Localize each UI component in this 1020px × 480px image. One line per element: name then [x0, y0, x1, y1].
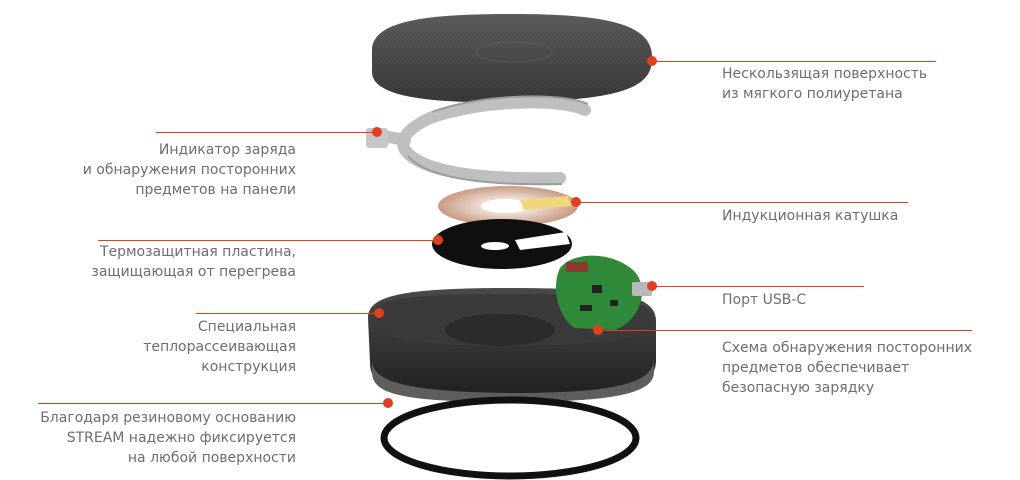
callout-detect-line: [598, 330, 972, 331]
thermal-plate: [432, 219, 572, 269]
callout-thermal-dot: [433, 235, 443, 245]
callout-heatsink-dot: [374, 308, 384, 318]
label-detect: Схема обнаружения посторонних предметов …: [722, 340, 972, 396]
callout-detect-dot: [593, 325, 603, 335]
callout-coil-dot: [571, 197, 581, 207]
callout-surface-dot: [647, 56, 657, 66]
callout-base-line: [38, 403, 388, 404]
label-heatsink: Специальная теплорассеивающая конструкци…: [143, 319, 296, 375]
callout-surface-line: [652, 61, 936, 62]
callout-base-dot: [383, 398, 393, 408]
callout-thermal-line: [98, 240, 438, 241]
label-indicator: Индикатор заряда и обнаружения посторонн…: [82, 142, 296, 198]
label-usb: Порт USB-C: [722, 292, 807, 308]
callout-usb-dot: [647, 281, 657, 291]
callout-usb-line: [652, 286, 864, 287]
indicator-tab: [366, 128, 388, 148]
indicator-light-guide-edge: [407, 95, 589, 186]
label-thermal: Термозащитная пластина, защищающая от пе…: [91, 244, 296, 280]
indicator-light-guide: [372, 96, 591, 185]
rubber-base-ring: [380, 396, 640, 480]
callout-coil-line: [576, 202, 908, 203]
fabric-top-cover: [372, 14, 653, 103]
induction-coil: [438, 186, 578, 226]
callout-indicator-dot: [372, 127, 382, 137]
label-surface: Нескользящая поверхность из мягкого поли…: [722, 66, 928, 102]
callout-indicator-line: [156, 132, 377, 133]
callout-heatsink-line: [196, 313, 379, 314]
label-base: Благодаря резиновому основанию STREAM на…: [40, 410, 296, 466]
label-coil: Индукционная катушка: [722, 208, 899, 224]
